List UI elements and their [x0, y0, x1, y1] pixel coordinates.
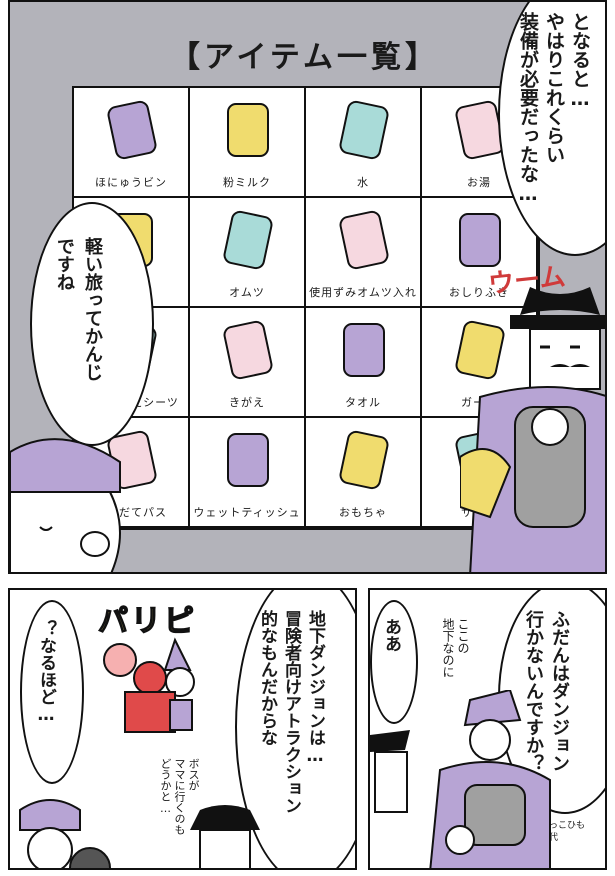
speech-bubble-small-bl [20, 600, 84, 784]
item-cell: オムツ [190, 198, 306, 308]
item-label: タオル [345, 396, 381, 409]
sound-effect-paripi: パリピ [97, 603, 197, 640]
item-illustration [223, 320, 273, 380]
item-illustration [339, 430, 389, 490]
item-illustration [339, 210, 389, 270]
item-label: 粉ミルク [223, 176, 271, 189]
bottom-left-panel: パリピ 地下ダンジョンは… 冒険者向けアトラクション 的なもんだからな ？なるほ… [8, 588, 357, 870]
item-illustration [107, 100, 157, 160]
aside-text-br: ここの 地下なのに [441, 618, 470, 678]
item-list-title: 【アイテム一覧】 [170, 40, 439, 75]
item-label: お湯 [467, 176, 491, 189]
mage-and-king-br [370, 690, 551, 868]
party-adventurers [103, 637, 195, 733]
mage-character [10, 438, 121, 572]
item-illustration [343, 323, 385, 377]
speech-text-small-br: ああ [381, 618, 401, 652]
item-illustration [459, 213, 501, 267]
speech-bubble-small-br [370, 600, 418, 724]
item-cell: おしりふき [422, 198, 538, 308]
bottom-right-panel: ふだんはダンジョン 行かないんですか？ ああ ここの 地下なのに だっこひも 交… [368, 588, 607, 870]
item-grid: ほにゅうビン粉ミルク水お湯離乳食オムツ使用ずみオムツ入れおしりふきおむつ替えシー… [72, 86, 540, 530]
king-character [460, 287, 605, 572]
item-cell: おもちゃ [306, 418, 422, 528]
mage-and-king-bl [19, 799, 260, 868]
item-cell: 水 [306, 88, 422, 198]
item-illustration [227, 103, 269, 157]
item-label: おしりふき [449, 286, 509, 299]
item-cell: ウェットティッシュ [190, 418, 306, 528]
item-label: ウェットティッシュ [193, 506, 301, 519]
speech-text-right: となると… やはりこれくらい 装備が必要だったな… [517, 12, 591, 205]
item-illustration [223, 210, 273, 270]
item-cell: ほにゅうビン [74, 88, 190, 198]
item-cell: きがえ [190, 308, 306, 418]
item-label: きがえ [229, 396, 265, 409]
item-illustration [455, 320, 505, 380]
item-illustration [227, 433, 269, 487]
speech-text-small-bl: ？なるほど… [36, 620, 56, 725]
item-label: オムツ [229, 286, 265, 299]
aside-text-bl: ボスが ママに行くのも どうかと… [159, 758, 200, 835]
top-panel: 【アイテム一覧】 ほにゅうビン粉ミルク水お湯離乳食オムツ使用ずみオムツ入れおしり… [8, 0, 607, 574]
item-label: 水 [357, 176, 369, 189]
item-cell: 粉ミルク [190, 88, 306, 198]
item-label: おもちゃ [339, 506, 387, 519]
item-label: ほにゅうビン [95, 176, 167, 189]
item-illustration [339, 100, 389, 160]
speech-text-main-br: ふだんはダンジョン 行かないんですか？ [523, 610, 570, 772]
speech-text-left: 軽い旅ってかんじ ですね [54, 237, 103, 381]
item-label: 使用ずみオムツ入れ [309, 286, 417, 299]
speech-bubble-left [30, 202, 154, 446]
speech-text-main-bl: 地下ダンジョンは… 冒険者向けアトラクション 的なもんだからな [257, 610, 325, 814]
item-cell: 使用ずみオムツ入れ [306, 198, 422, 308]
item-cell: タオル [306, 308, 422, 418]
